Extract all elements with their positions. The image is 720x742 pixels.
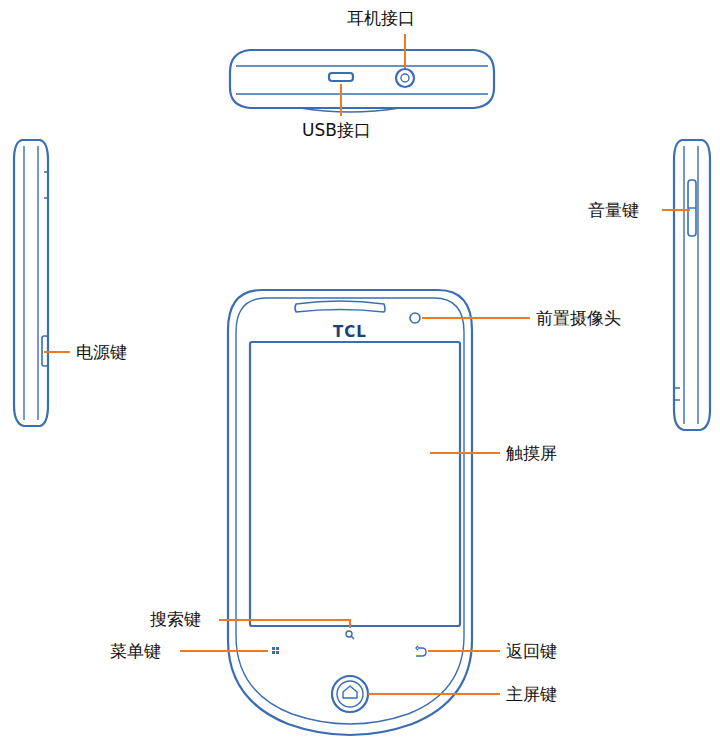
part-label: 电源键 [76, 342, 127, 362]
part-label: 触摸屏 [506, 443, 557, 463]
part-label: 音量键 [588, 200, 639, 220]
part-label: 搜索键 [150, 609, 201, 629]
part-label: 菜单键 [110, 641, 161, 661]
part-label: USB接口 [302, 120, 371, 140]
part-label: 耳机接口 [347, 8, 415, 28]
part-label: 前置摄像头 [536, 308, 621, 328]
part-label: 返回键 [506, 641, 557, 661]
part-label: 主屏键 [506, 684, 557, 704]
brand-logo: TCL [333, 322, 367, 342]
